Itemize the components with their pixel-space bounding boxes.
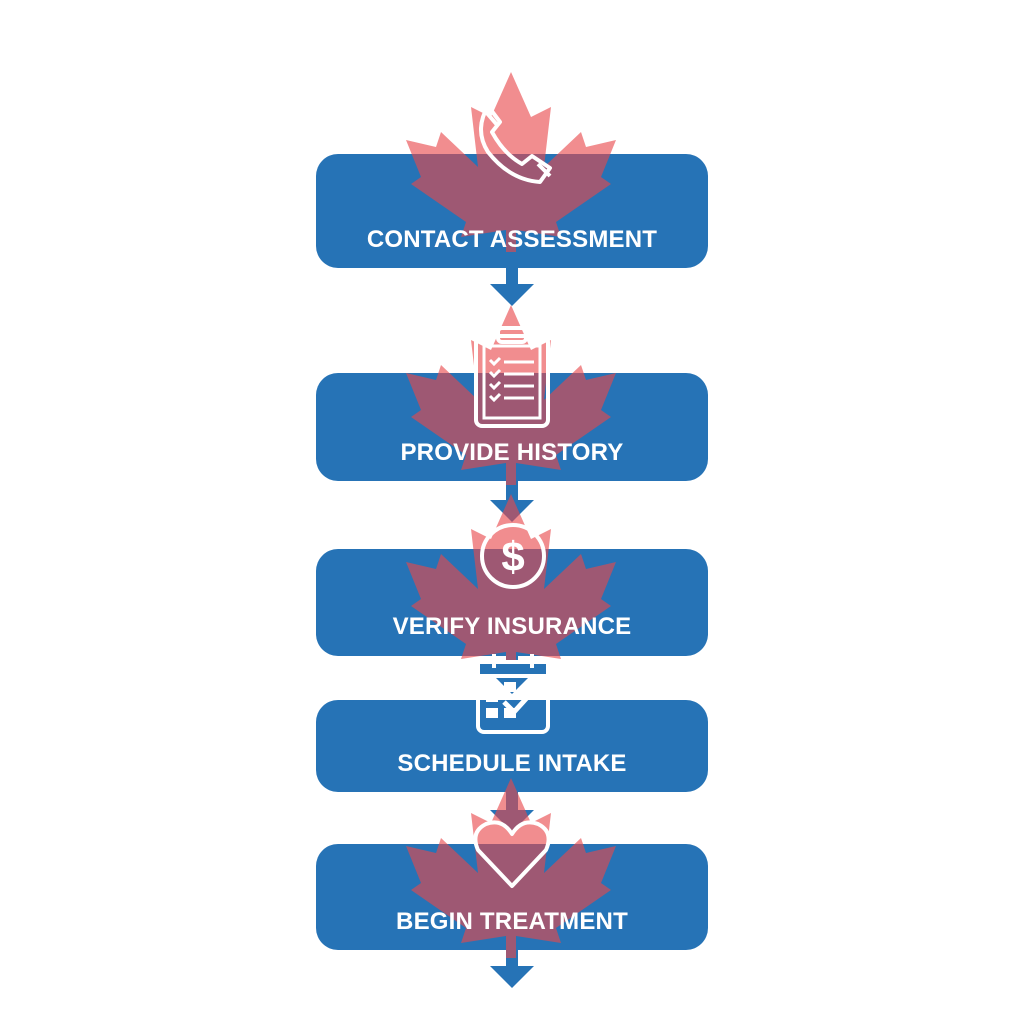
arrow-connector-1 bbox=[490, 262, 534, 306]
phone-icon bbox=[479, 104, 552, 184]
step-label: BEGIN TREATMENT bbox=[396, 908, 628, 935]
step-label: SCHEDULE INTAKE bbox=[397, 750, 627, 777]
clipboard-checklist-icon bbox=[474, 326, 550, 428]
step-label: CONTACT ASSESSMENT bbox=[366, 226, 658, 253]
step-label: VERIFY INSURANCE bbox=[392, 613, 632, 640]
heart-icon bbox=[473, 820, 551, 888]
svg-text:$: $ bbox=[501, 533, 524, 580]
step-schedule-intake: SCHEDULE INTAKE bbox=[316, 700, 708, 792]
dollar-coin-icon: $ bbox=[480, 523, 546, 589]
calendar-check-icon bbox=[476, 654, 550, 734]
step-label: PROVIDE HISTORY bbox=[400, 439, 624, 466]
